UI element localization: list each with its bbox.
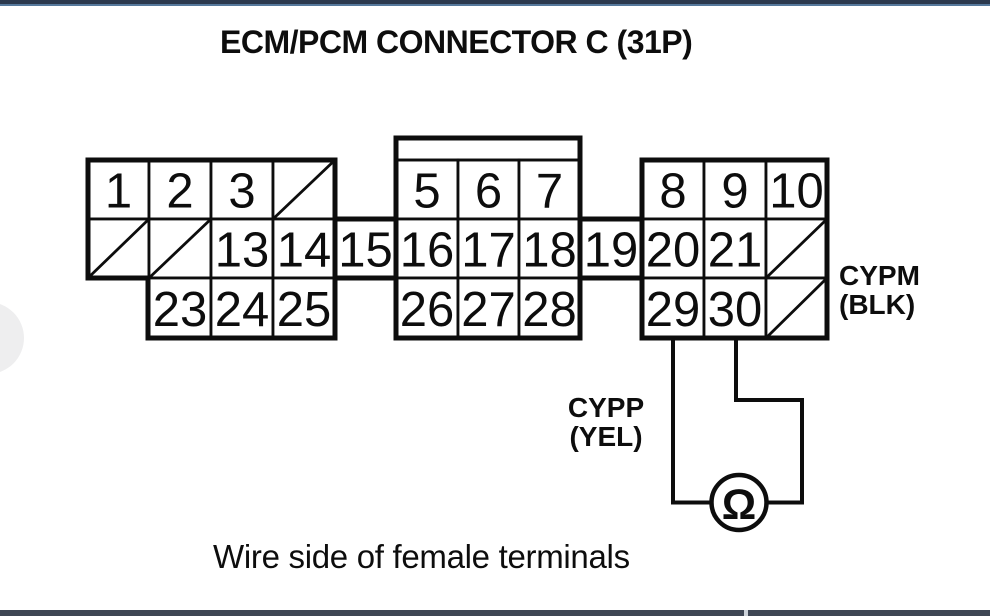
pin-cell-3: 3 [209, 158, 275, 221]
pin-number: 29 [646, 283, 701, 337]
pin-number: 26 [400, 283, 455, 337]
pin-number: 27 [461, 283, 516, 337]
footer-caption: Wire side of female terminals [213, 538, 630, 575]
pin-cell-blank [764, 276, 829, 340]
pin-cell-box [517, 158, 582, 221]
pin-number: 23 [153, 283, 208, 337]
pin-number: 24 [215, 283, 270, 337]
pin-cell-27: 27 [456, 276, 521, 340]
pin-cell-28: 28 [517, 276, 582, 340]
blank-cell-diagonal [765, 217, 828, 280]
pin-cell-23: 23 [147, 276, 213, 340]
bridge-cell-borders [332, 216, 645, 281]
pin-number: 3 [228, 165, 255, 219]
pin-number: 25 [277, 283, 332, 337]
pin-number: 16 [400, 224, 455, 278]
pin-number: 14 [277, 224, 332, 278]
pin-number: 20 [646, 224, 701, 278]
pin-cell-29: 29 [640, 276, 706, 340]
pin-cell-25: 25 [271, 276, 337, 340]
bottom-window-bar [0, 610, 990, 616]
label-cypm: CYPM (BLK) [839, 261, 920, 319]
pin-cell-20: 20 [640, 217, 706, 280]
pin-cell-blank [147, 217, 213, 280]
pin-cell-19: 19 [578, 217, 644, 280]
pin-cell-7: 7 [517, 158, 582, 221]
wire-pin-29 [671, 338, 715, 505]
blank-cell-diagonal [272, 158, 336, 221]
pin-cell-8: 8 [640, 158, 706, 221]
pin-cell-26: 26 [394, 276, 460, 340]
pin-number: 19 [584, 224, 639, 278]
blank-cell-diagonal [765, 277, 828, 339]
pin-cell-box [456, 217, 521, 280]
label-cypm-color: (BLK) [839, 289, 916, 320]
pin-cell-blank [764, 217, 829, 280]
test-wires [671, 338, 804, 505]
pin-number: 10 [769, 165, 824, 219]
pin-number: 21 [708, 224, 763, 278]
pin-cell-6: 6 [456, 158, 521, 221]
pin-cell-box [209, 276, 275, 340]
pin-cell-13: 13 [209, 217, 275, 280]
pin-number: 18 [522, 224, 577, 278]
pin-cell-21: 21 [702, 217, 768, 280]
pin-cell-10: 10 [764, 158, 829, 221]
top-window-bar [0, 0, 990, 6]
pin-number: 15 [338, 224, 393, 278]
middle-block-outline [393, 135, 583, 341]
pin-number: 30 [708, 283, 763, 337]
block-outlines [85, 135, 830, 341]
blank-cell-diagonal [87, 217, 150, 280]
ohmmeter: Ω [709, 472, 769, 533]
pin-cell-18: 18 [517, 217, 582, 280]
pin-cell-1: 1 [86, 158, 151, 221]
label-cypp: CYPP (YEL) [556, 393, 656, 451]
pin-cell-15: 15 [333, 217, 398, 280]
ohm-symbol: Ω [722, 481, 756, 529]
page-title: ECM/PCM CONNECTOR C (31P) [220, 24, 693, 60]
pin-cell-16: 16 [394, 217, 460, 280]
pin-number: 5 [413, 165, 440, 219]
pin-number: 7 [536, 165, 563, 219]
pin-cell-17: 17 [456, 217, 521, 280]
pin-cell-14: 14 [271, 217, 337, 280]
pin-number: 8 [659, 165, 686, 219]
pin-cell-24: 24 [209, 276, 275, 340]
pin-number: 17 [461, 224, 516, 278]
pin-cell-blank [271, 158, 337, 221]
left-block-outline [85, 157, 338, 341]
label-cypp-color: (YEL) [569, 421, 643, 452]
blank-cell-diagonal [148, 217, 212, 280]
pin-number: 2 [166, 165, 193, 219]
pin-cell-blank [86, 217, 151, 280]
label-cypm-name: CYPM [839, 260, 920, 291]
label-cypp-name: CYPP [567, 392, 645, 423]
wire-pin-30 [734, 338, 804, 505]
pin-cell-9: 9 [702, 158, 768, 221]
pin-cell-30: 30 [702, 276, 768, 340]
pin-cell-5: 5 [394, 158, 460, 221]
ohmmeter-circle [709, 472, 769, 533]
pin-number: 1 [105, 165, 132, 219]
pin-cell-box [764, 158, 829, 221]
pin-cell-box [333, 217, 398, 280]
pin-number: 6 [475, 165, 502, 219]
bottom-bar-divider [744, 610, 748, 616]
pin-cell-2: 2 [147, 158, 213, 221]
pin-number: 13 [215, 224, 270, 278]
watermark-circle [0, 304, 24, 372]
pin-number: 9 [721, 165, 748, 219]
pin-number: 28 [522, 283, 577, 337]
